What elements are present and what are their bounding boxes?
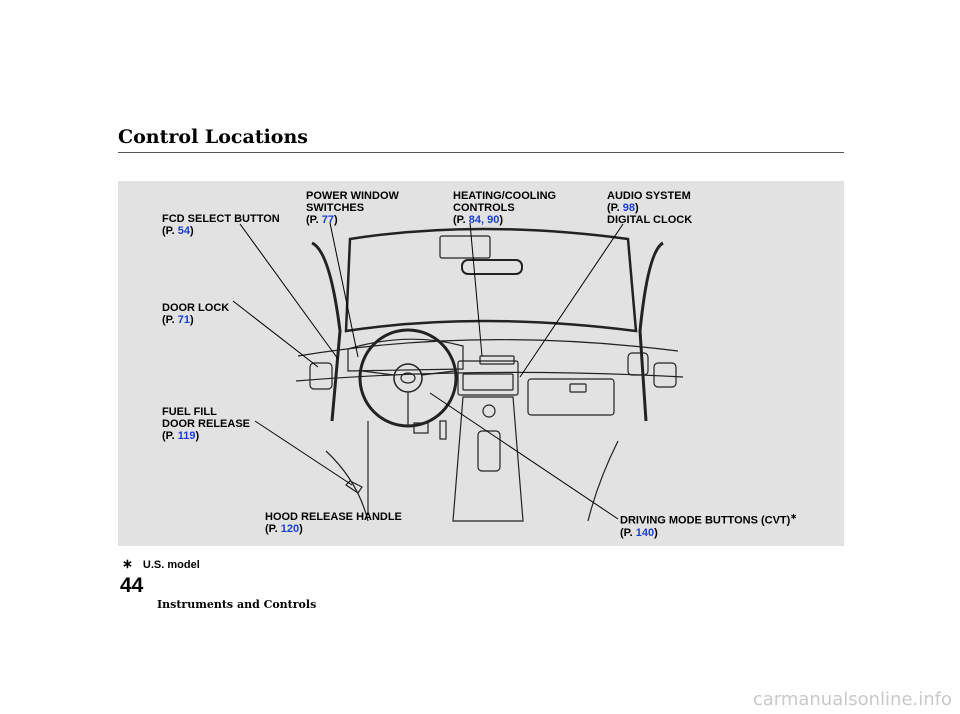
- sun-visor-box: [439, 235, 491, 259]
- steering-hub: [393, 363, 423, 393]
- right-door-handle: [653, 362, 677, 388]
- leader-heating: [469, 222, 483, 357]
- callout-fcd: FCD SELECT BUTTON (P. 54): [162, 213, 280, 237]
- leader-fcd: [239, 223, 339, 360]
- steering-wheel: [358, 328, 458, 428]
- page-title: Control Locations: [118, 126, 308, 148]
- page-ref-link[interactable]: 54: [177, 225, 190, 237]
- windshield-frame: [344, 227, 638, 333]
- leader-driving: [429, 392, 619, 520]
- footnote-text: U.S. model: [142, 559, 200, 571]
- glove-box-latch: [569, 383, 587, 393]
- page-ref-link[interactable]: 119: [177, 430, 196, 442]
- callout-hood: HOOD RELEASE HANDLE (P. 120): [265, 511, 402, 535]
- leader-power-window: [329, 222, 359, 358]
- left-a-pillar: [311, 241, 342, 422]
- callout-power-window: POWER WINDOW SWITCHES (P. 77): [306, 190, 399, 226]
- instrument-cluster: [347, 338, 464, 372]
- fuel-release-lever: [345, 480, 363, 494]
- leader-audio: [519, 223, 624, 378]
- page-ref-link[interactable]: 84: [468, 214, 481, 226]
- shifter-base: [477, 430, 501, 472]
- right-vent: [627, 352, 649, 376]
- right-a-pillar: [638, 241, 664, 422]
- page-ref-link[interactable]: 120: [280, 523, 300, 535]
- page-ref-link[interactable]: 77: [321, 214, 334, 226]
- left-door-panel: [309, 362, 333, 390]
- page-number: 44: [120, 574, 144, 597]
- clock-display: [479, 355, 515, 365]
- callout-door-lock: DOOR LOCK (P. 71): [162, 302, 230, 326]
- page-ref-link[interactable]: 140: [635, 526, 655, 539]
- dashboard-lower: [295, 371, 684, 382]
- shifter-knob: [482, 404, 496, 418]
- watermark: carmanualsonline.info: [752, 689, 952, 710]
- dashboard-illustration: [232, 222, 684, 522]
- audio-unit: [457, 360, 519, 396]
- page-ref-link[interactable]: 71: [177, 314, 190, 326]
- steering-spokes: [361, 370, 455, 425]
- leader-door-lock: [232, 300, 319, 368]
- rear-view-mirror: [461, 259, 523, 275]
- page-ref-link[interactable]: 98: [622, 202, 635, 214]
- center-console: [452, 396, 524, 522]
- glove-box: [527, 378, 615, 416]
- callout-driving: DRIVING MODE BUTTONS (CVT)∗ (P. 140): [620, 512, 797, 539]
- leader-fuel: [254, 420, 353, 486]
- callout-heating: HEATING/COOLING CONTROLS (P. 84, 90): [453, 190, 557, 226]
- dashboard-top: [297, 339, 679, 357]
- section-name: Instruments and Controls: [157, 598, 317, 611]
- callout-audio: AUDIO SYSTEM (P. 98) DIGITAL CLOCK: [607, 190, 693, 226]
- callout-fuel: FUEL FILL DOOR RELEASE (P. 119): [162, 406, 251, 442]
- floor-line-right: [587, 440, 619, 522]
- dashboard-illustration-panel: [118, 181, 844, 546]
- title-rule: [118, 152, 844, 153]
- honda-badge: [400, 372, 416, 384]
- hvac-unit: [462, 373, 514, 391]
- footnote-symbol: ∗: [122, 556, 133, 571]
- floor-line-left: [325, 450, 369, 522]
- footnote: ∗ U.S. model: [122, 556, 200, 572]
- brake-pedal: [413, 422, 429, 434]
- gas-pedal: [439, 420, 447, 440]
- page-ref-link[interactable]: 90: [487, 214, 500, 226]
